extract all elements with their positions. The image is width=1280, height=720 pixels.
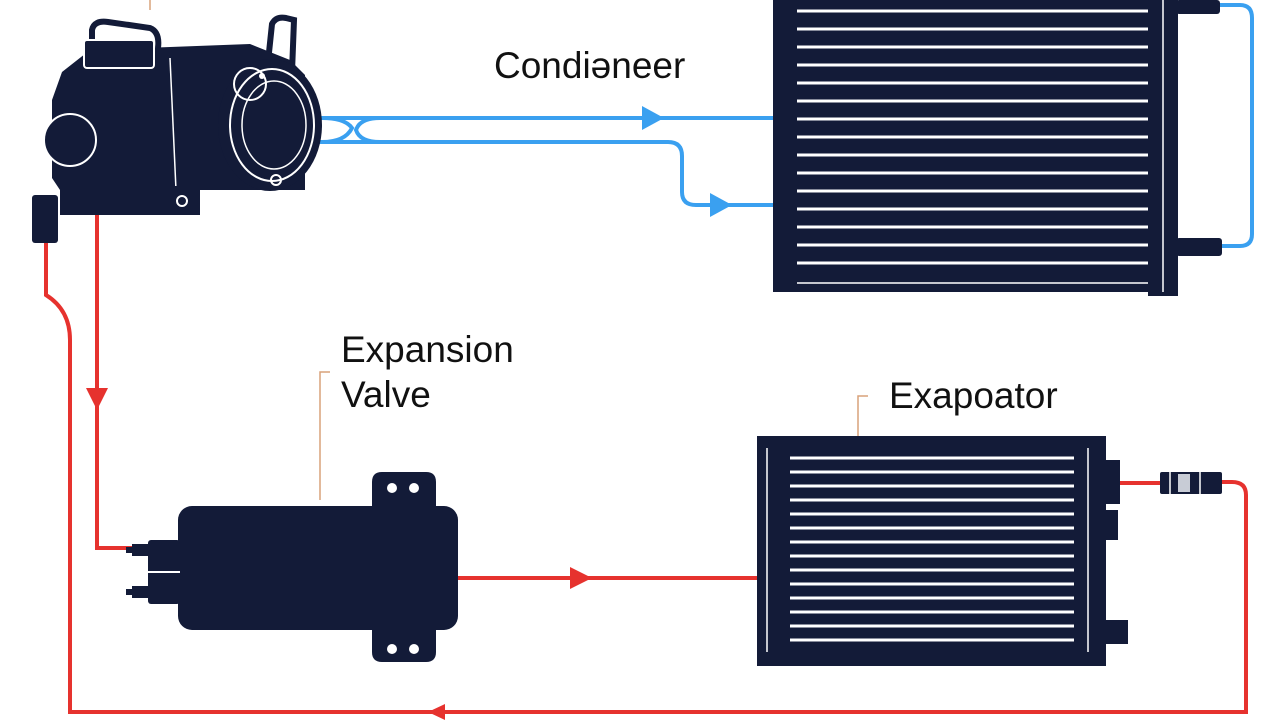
leader-lines	[149, 0, 868, 500]
expansion-valve-leader-line	[319, 371, 330, 500]
evaporator-outlet-block	[1104, 460, 1120, 504]
compressor-dial	[233, 67, 267, 101]
expansion-valve-top-hole-right	[409, 483, 419, 493]
condenser-left-post	[773, 0, 797, 292]
flow-arrow-right-bottom	[570, 567, 592, 589]
evaporator-leader-line	[857, 395, 868, 438]
compressor-top-plate	[83, 39, 155, 69]
condenser-core	[797, 0, 1148, 286]
sight-glass-window	[1178, 474, 1190, 492]
low-pressure-arrows	[86, 388, 592, 720]
compressor-to-condenser-lower-line	[318, 140, 773, 207]
expansion-valve	[126, 472, 458, 662]
compressor	[32, 14, 322, 243]
expansion-valve-label-line2: Valve	[341, 374, 431, 415]
high-pressure-lines	[318, 3, 1254, 248]
condenser-bottom-bar	[773, 278, 1178, 292]
compressor-dial-dot	[259, 73, 265, 79]
high-pressure-arrows	[642, 106, 732, 217]
evaporator-bottom-bar	[757, 652, 1106, 666]
bypass-bracket-right	[353, 116, 381, 144]
expansion-valve-port-nut-top	[132, 544, 150, 556]
compressor-mount	[168, 186, 200, 214]
expansion-valve-bottom-hole-right	[409, 644, 419, 654]
expansion-valve-port-pin-top	[126, 547, 134, 553]
condenser	[773, 0, 1222, 296]
compressor-seam	[169, 57, 177, 191]
compressor-bolt	[270, 174, 282, 186]
evaporator-side-block	[1104, 510, 1118, 540]
flow-arrow-right-middle	[710, 193, 732, 217]
evaporator-left-post	[757, 440, 775, 666]
evaporator-core	[775, 448, 1074, 652]
expansion-valve-port-pin-bottom	[126, 589, 134, 595]
expansion-valve-top-hole-left	[387, 483, 397, 493]
condenser-fins	[797, 9, 1148, 265]
compressor-handle-right	[265, 14, 298, 73]
condenser-bottom-fitting	[1176, 238, 1222, 256]
bypass-bracket	[321, 116, 355, 144]
compressor-handle-left	[89, 18, 162, 50]
compressor-bottom-fitting	[32, 195, 58, 243]
evaporator-lower-block	[1104, 620, 1128, 644]
expansion-valve-top-tab	[372, 472, 436, 510]
condenser-label: Condiəneer	[494, 45, 685, 86]
sight-glass-fitting	[1160, 472, 1222, 494]
flow-arrow-down	[86, 388, 108, 410]
low-pressure-lines	[44, 215, 1248, 714]
evaporator-top-bar	[757, 436, 1106, 448]
expansion-valve-port-nut-bottom	[132, 586, 150, 598]
flow-arrow-left-bottom	[428, 704, 445, 720]
expansion-valve-body	[178, 506, 458, 630]
evaporator-fins	[790, 456, 1074, 642]
expansion-valve-bottom-hole-left	[387, 644, 397, 654]
flow-arrow-right-top	[642, 106, 664, 130]
return-loop-line	[44, 240, 1248, 714]
compressor-front-ring-inner	[241, 80, 307, 170]
compressor-side-port	[43, 113, 97, 167]
compressor-mount-hole	[176, 195, 188, 207]
compressor-to-expansion-valve-line	[95, 215, 134, 550]
evaporator-label: Exapoator	[889, 375, 1058, 416]
evaporator-right-post	[1074, 440, 1106, 666]
expansion-valve-label-line1: Expansion	[341, 329, 514, 370]
sight-glass-body	[1160, 472, 1222, 494]
condenser-side-loop-line	[1220, 3, 1254, 248]
condenser-top-fitting	[1176, 0, 1220, 14]
evaporator	[757, 436, 1128, 666]
